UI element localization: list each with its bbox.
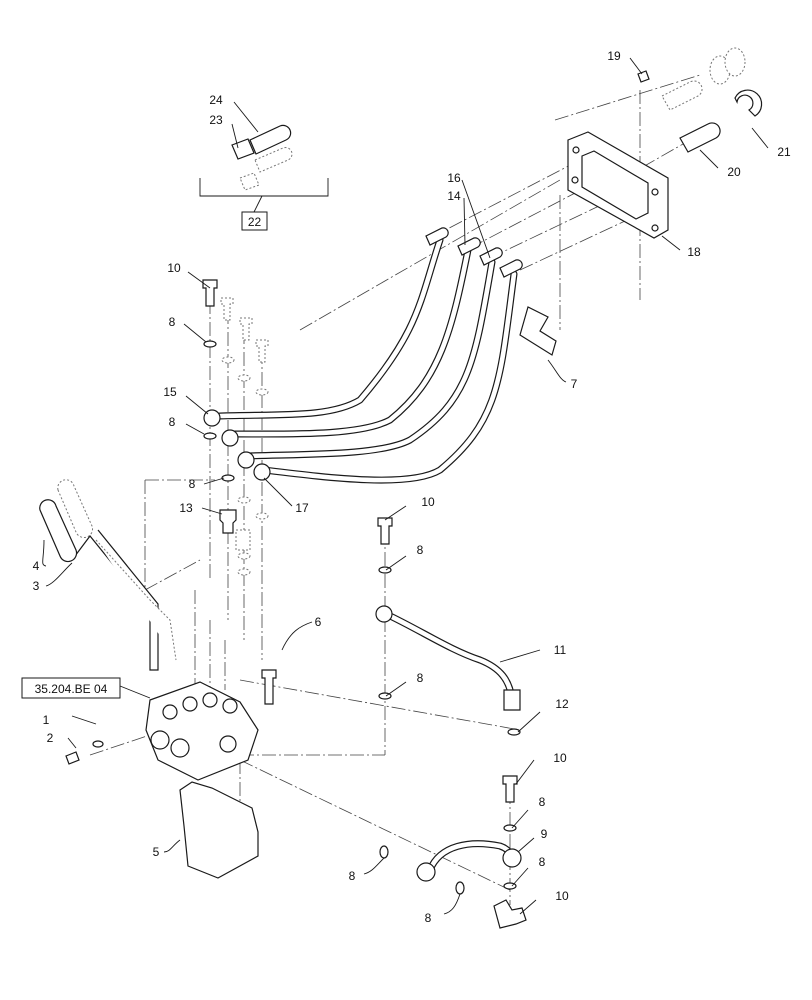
- callout-7: 7: [571, 377, 578, 391]
- lever-3: [71, 529, 159, 671]
- clip-21: [734, 89, 763, 117]
- bolt-10-upper-left: [202, 279, 218, 307]
- control-lever: [39, 479, 177, 671]
- coupler-20: [679, 122, 721, 153]
- callout-4: 4: [33, 559, 40, 573]
- callout-8-g: 8: [539, 855, 546, 869]
- callout-21: 21: [777, 145, 791, 159]
- o-ring-12: [507, 728, 521, 736]
- pipe-11: [375, 517, 521, 736]
- bolt-10-bottom: [493, 899, 527, 929]
- callout-8-d: 8: [417, 543, 424, 557]
- bolt-10-mid: [377, 517, 393, 545]
- callout-numbers: 1 2 3 4 5 6 7 8 8 8 8 8 8 8 8 8 9 10 10 …: [33, 49, 791, 925]
- callout-8-e: 8: [417, 671, 424, 685]
- couplers-top-right: [637, 47, 763, 153]
- assembly-centerlines: [89, 74, 701, 905]
- callout-2: 2: [47, 731, 54, 745]
- coupler-ghost: [254, 147, 293, 173]
- knob-4: [39, 499, 78, 563]
- callout-8-c: 8: [189, 477, 196, 491]
- bracket-7: [519, 306, 557, 356]
- reference-callout: 35.204.BE 04: [21, 677, 121, 699]
- nut-23: [231, 138, 255, 160]
- callout-17: 17: [295, 501, 309, 515]
- callout-3: 3: [33, 579, 40, 593]
- callout-9: 9: [541, 827, 548, 841]
- callout-14: 14: [447, 189, 461, 203]
- callout-16: 16: [447, 171, 461, 185]
- nut-ghost: [239, 172, 260, 191]
- kit-box: [241, 211, 268, 231]
- bracket-5: [179, 781, 259, 879]
- callout-18: 18: [687, 245, 701, 259]
- callout-8-a: 8: [169, 315, 176, 329]
- callout-6: 6: [315, 615, 322, 629]
- callout-15: 15: [163, 385, 177, 399]
- coupler-kit-22: 22: [199, 124, 329, 231]
- callout-24: 24: [209, 93, 223, 107]
- callout-8-i: 8: [425, 911, 432, 925]
- banjo-bolts-left: [202, 279, 269, 576]
- pipe-bundle: [203, 227, 523, 484]
- callout-8-f: 8: [539, 795, 546, 809]
- callout-19: 19: [607, 49, 621, 63]
- callout-8-h: 8: [349, 869, 356, 883]
- callout-12: 12: [555, 697, 569, 711]
- bolt-6: [261, 669, 277, 705]
- washer-1: [92, 740, 104, 748]
- callout-10-b: 10: [421, 495, 435, 509]
- callout-23: 23: [209, 113, 223, 127]
- callout-reference: 35.204.BE 04: [35, 682, 108, 696]
- callout-22: 22: [248, 215, 262, 229]
- bolt-10-lower: [502, 775, 518, 803]
- callout-5: 5: [153, 845, 160, 859]
- callout-13: 13: [179, 501, 193, 515]
- mounting-plate-18: [567, 131, 669, 239]
- screw-19: [637, 70, 650, 83]
- callout-10-a: 10: [167, 261, 181, 275]
- callout-11: 11: [554, 643, 567, 657]
- pipe-9: [379, 775, 527, 929]
- callout-20: 20: [727, 165, 741, 179]
- coupler-ghost-upper: [661, 80, 703, 111]
- callout-10-d: 10: [555, 889, 569, 903]
- callout-8-b: 8: [169, 415, 176, 429]
- leader-lines: [42, 57, 769, 915]
- callout-1: 1: [43, 713, 50, 727]
- callout-10-c: 10: [553, 751, 567, 765]
- control-valve: [65, 669, 277, 781]
- adapter-13: [219, 509, 237, 534]
- screw-2: [65, 751, 80, 765]
- coupler-24: [249, 124, 292, 155]
